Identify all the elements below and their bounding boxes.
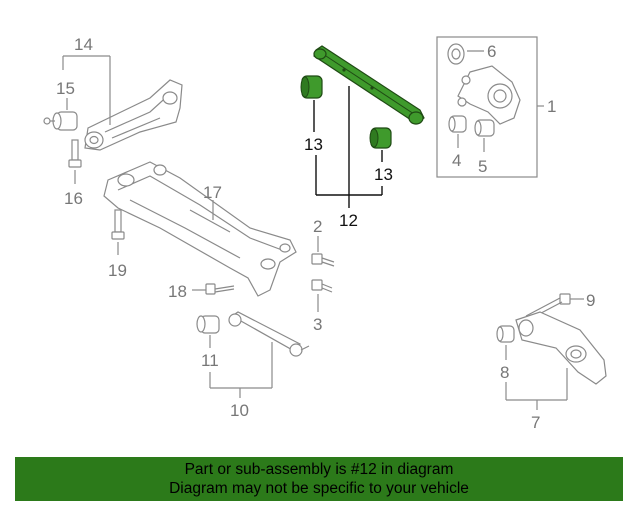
callout-7: 7: [531, 413, 540, 432]
callout-2: 2: [313, 217, 322, 236]
part-bolt-16: [68, 139, 82, 168]
callout-13-left: 13: [304, 135, 323, 154]
callout-6: 6: [487, 42, 496, 61]
part-upper-arm-14: [84, 79, 183, 151]
callout-8: 8: [500, 363, 509, 382]
callout-13-right: 13: [374, 165, 393, 184]
part-lower-arm-7: [515, 311, 607, 385]
callout-1: 1: [547, 97, 556, 116]
callout-5: 5: [478, 157, 487, 176]
diagram-canvas: 14 15 16 17 19 18 2 3 11 10 1 6 4 5 9 8 …: [43, 35, 607, 432]
leader-lines-highlight: [313, 86, 383, 208]
callout-17: 17: [203, 183, 222, 202]
part-bushing-11: [196, 315, 220, 334]
callout-18: 18: [168, 282, 187, 301]
part-link-10: [228, 311, 310, 357]
part-bushing-15: [43, 111, 78, 131]
banner-line-1: Part or sub-assembly is #12 in diagram: [184, 461, 454, 478]
part-bushing-5: [474, 119, 495, 137]
part-bushing-4: [448, 115, 467, 133]
part-bushing-13-right: [369, 127, 392, 149]
part-crossmember-17: [103, 161, 297, 297]
callout-19: 19: [108, 261, 127, 280]
part-bushing-8: [496, 325, 515, 343]
part-bolt-2: [311, 253, 335, 267]
part-lateral-link-12: [313, 45, 425, 125]
callout-3: 3: [313, 315, 322, 334]
banner-line-2: Diagram may not be specific to your vehi…: [169, 480, 469, 497]
callout-12: 12: [339, 211, 358, 230]
part-knuckle-box-1: [436, 36, 538, 178]
callout-10: 10: [230, 401, 249, 420]
part-bolt-19: [111, 209, 125, 240]
leader-lines: [62, 50, 584, 410]
callout-16: 16: [64, 189, 83, 208]
callout-15: 15: [56, 79, 75, 98]
callout-9: 9: [586, 291, 595, 310]
part-bushing-13-left: [300, 75, 323, 99]
callout-14: 14: [74, 35, 93, 54]
callout-11: 11: [201, 351, 219, 370]
part-bolt-18: [205, 283, 235, 295]
callout-4: 4: [452, 151, 461, 170]
info-banner: Part or sub-assembly is #12 in diagram D…: [15, 457, 623, 501]
callout-labels: 14 15 16 17 19 18 2 3 11 10 1 6 4 5 9 8 …: [56, 35, 595, 432]
part-bolt-3: [311, 279, 333, 293]
